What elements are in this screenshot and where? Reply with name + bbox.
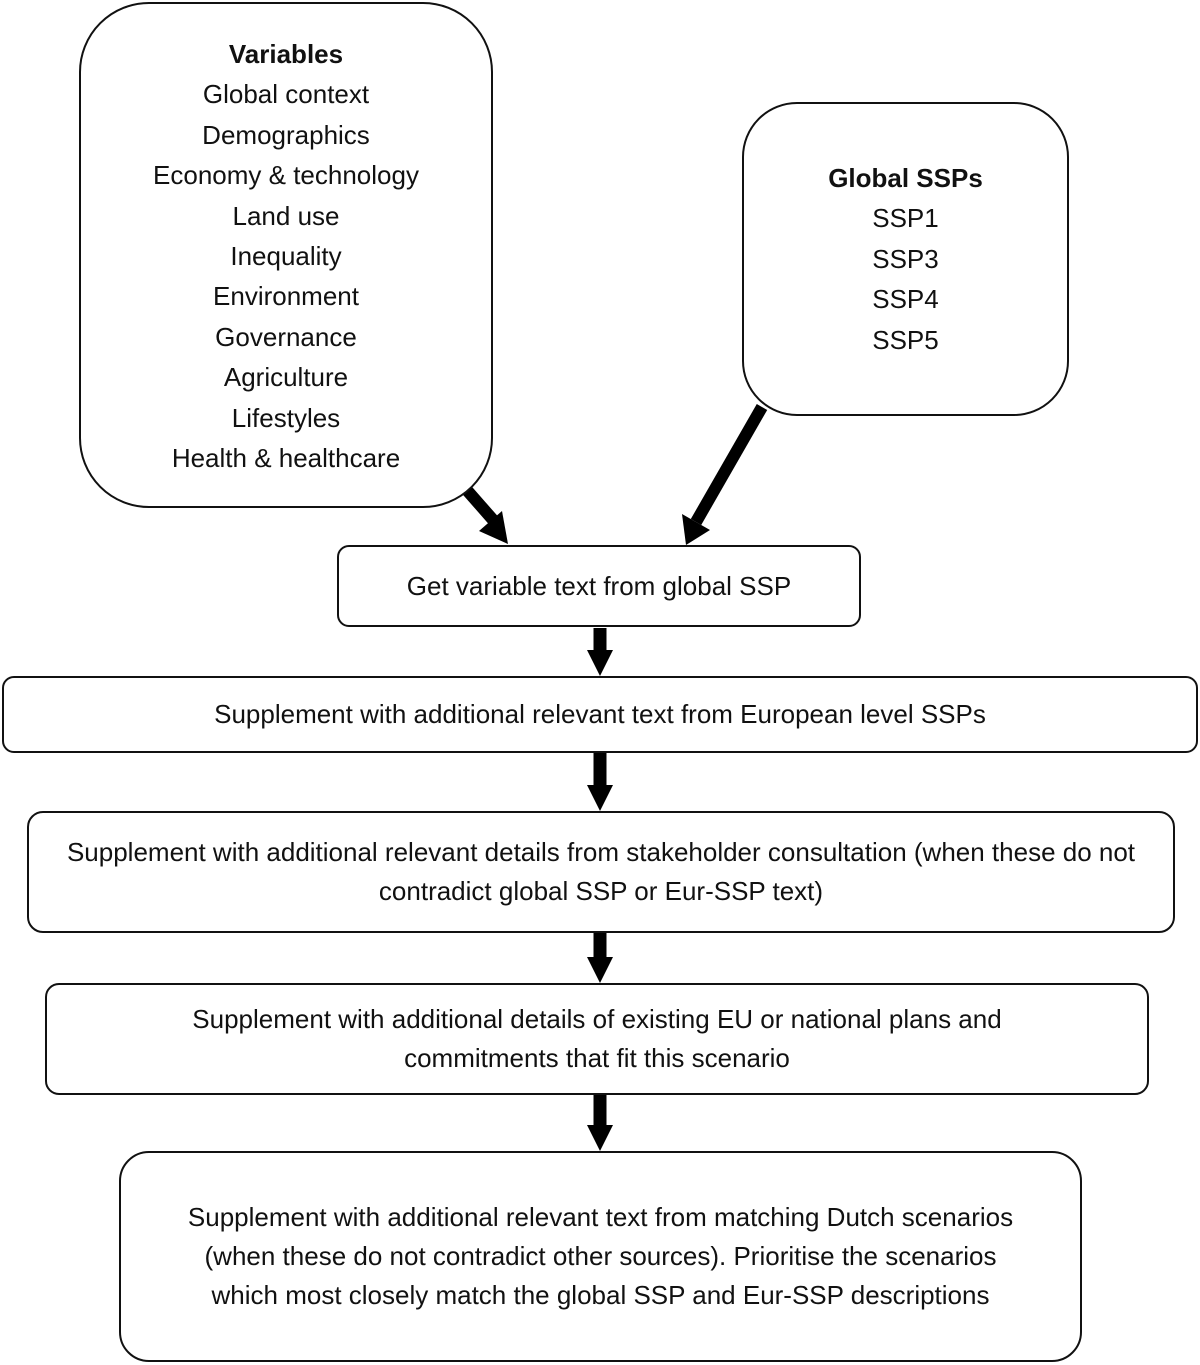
ssp-item: SSP3 [872, 243, 939, 274]
variable-item: Lifestyles [231, 402, 341, 433]
step-get-variable-text: Get variable text from global SSP [337, 545, 861, 627]
variable-item: Health & healthcare [171, 443, 401, 474]
arrow-step3-head [587, 957, 613, 983]
step-text: Get variable text from global SSP [406, 570, 792, 601]
variable-item: Governance [215, 321, 357, 352]
variable-item: Inequality [230, 241, 342, 272]
arrow-step1-head [587, 650, 613, 676]
step-text: Supplement with additional relevant text… [187, 1202, 1014, 1310]
global-ssps-title: Global SSPs [828, 162, 983, 193]
variable-item: Economy & technology [153, 160, 419, 191]
arrow-variables-head [479, 511, 508, 544]
variable-item: Global context [202, 79, 370, 110]
step-text: Supplement with additional details of ex… [192, 1004, 1002, 1073]
variables-title: Variables [228, 39, 344, 69]
arrow-ssps-to-step1 [690, 404, 768, 525]
global-ssps-box: Global SSPs SSP1 SSP3 SSP4 SSP5 [742, 102, 1069, 416]
variable-item: Land use [232, 200, 340, 231]
step-dutch-scenarios: Supplement with additional relevant text… [119, 1151, 1082, 1362]
step-text: Supplement with additional relevant text… [214, 699, 986, 729]
step-stakeholder-consultation: Supplement with additional relevant deta… [27, 811, 1175, 933]
ssp-item: SSP4 [872, 284, 939, 315]
variable-item: Demographics [202, 119, 370, 150]
step-text: Supplement with additional relevant deta… [66, 837, 1136, 906]
ssp-item: SSP5 [872, 324, 939, 355]
arrow-step4-head [587, 1125, 613, 1151]
step-european-ssps: Supplement with additional relevant text… [2, 676, 1198, 753]
variable-item: Environment [213, 281, 359, 312]
arrow-ssps-head [682, 514, 710, 545]
variable-item: Agriculture [223, 362, 349, 393]
arrow-variables-to-step1 [460, 484, 499, 525]
ssp-item: SSP1 [872, 203, 939, 234]
variables-box: Variables Global context Demographics Ec… [79, 2, 493, 508]
arrow-step2-head [587, 785, 613, 811]
step-eu-national-plans: Supplement with additional details of ex… [45, 983, 1149, 1095]
